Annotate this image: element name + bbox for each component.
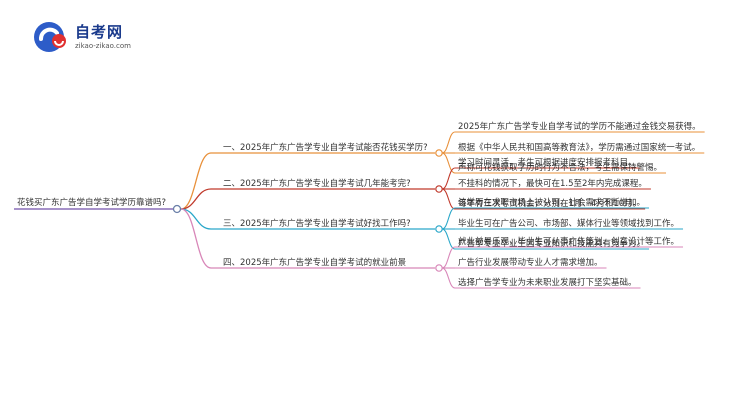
logo-title: 自考网	[75, 23, 124, 41]
mind-map-nodes: 花钱买广东广告学自学考试学历靠谱吗? 一、2025年广东广告学专业自学考试能否花钱…	[17, 121, 701, 288]
connector-lines	[14, 131, 705, 289]
site-logo[interactable]: 自考网 zikao-zikao.com	[32, 20, 142, 54]
branch-to-leaf-line	[441, 267, 456, 289]
branch-label-1[interactable]: 一、2025年广东广告学专业自学考试能否花钱买学历?	[223, 142, 428, 153]
logo-subtitle: zikao-zikao.com	[75, 42, 131, 50]
leaf-label[interactable]: 就业前景乐观，毕业生可从事广告策划、创意设计等工作。	[458, 236, 679, 247]
root-to-branch-line	[180, 152, 212, 210]
leaf-label[interactable]: 不挂科的情况下，最快可在1.5至2年内完成课程。	[458, 178, 647, 189]
branch-collapse-toggle[interactable]	[435, 149, 443, 157]
branch-collapse-toggle[interactable]	[435, 264, 443, 272]
branch-label-4[interactable]: 四、2025年广东广告学专业自学考试的就业前景	[223, 257, 406, 268]
branch-collapse-toggle[interactable]	[435, 225, 443, 233]
root-topic-label[interactable]: 花钱买广东广告学自学考试学历靠谱吗?	[17, 197, 166, 208]
leaf-label[interactable]: 根据《中华人民共和国高等教育法》，学历需通过国家统一考试。	[458, 142, 700, 153]
branch-to-leaf-line	[441, 246, 456, 269]
leaf-label[interactable]: 选择广告学专业为未来职业发展打下坚实基础。	[458, 277, 637, 288]
leaf-label[interactable]: 声称可花钱获取学历的行为不合法，考生需保持警惕。	[458, 162, 662, 173]
branch-to-leaf-line	[441, 228, 456, 250]
branch-to-leaf-line	[441, 207, 456, 230]
leaf-label[interactable]: 广告学专业毕业生因专业知识和技能具有竞争力。	[458, 238, 645, 249]
root-collapse-toggle[interactable]	[172, 204, 182, 214]
branch-to-leaf-line	[441, 188, 456, 210]
leaf-label[interactable]: 广告行业发展带动专业人才需求增加。	[458, 257, 603, 268]
branch-to-leaf-line	[441, 152, 456, 174]
branch-to-leaf-line	[441, 131, 456, 154]
branch-to-leaf-line	[441, 167, 456, 190]
leaf-label[interactable]: 毕业生可在广告公司、市场部、媒体行业等领域找到工作。	[458, 218, 679, 229]
leaf-label[interactable]: 2025年广东广告学专业自学考试的学历不能通过金钱交易获得。	[458, 121, 701, 132]
root-to-branch-line	[180, 188, 212, 210]
leaf-label[interactable]: 学习时间灵活，考生可根据进度安排报考科目。	[458, 157, 637, 168]
branch-collapse-toggle[interactable]	[435, 185, 443, 193]
branch-label-3[interactable]: 三、2025年广东广告学专业自学考试好找工作吗?	[223, 218, 411, 229]
logo-icon	[34, 22, 66, 52]
root-to-branch-line	[180, 208, 212, 269]
leaf-label[interactable]: 每年有三次考试机会，分别在1月、4月和10月。	[458, 198, 641, 209]
branch-label-2[interactable]: 二、2025年广东广告学专业自学考试几年能考完?	[223, 178, 411, 189]
leaf-label[interactable]: 该学历在求职市场上被认可，社会需求不断增加。	[458, 197, 645, 208]
